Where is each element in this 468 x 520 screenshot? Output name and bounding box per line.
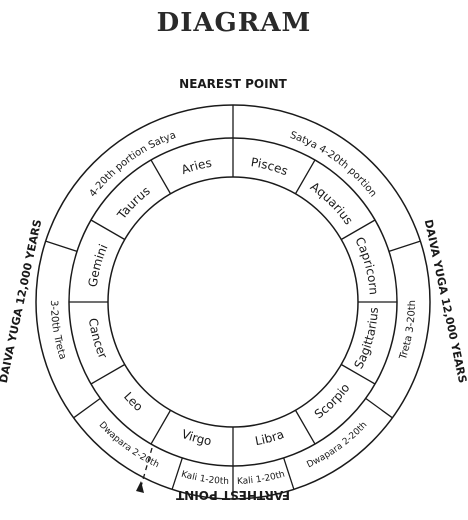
sign-divider <box>90 219 126 241</box>
sign-divider <box>340 219 376 241</box>
age-segment-label: Satya 4-20th portion <box>288 130 378 199</box>
daiva-yuga-left-label: DAIVA YUGA 12,000 YEARS <box>0 218 44 384</box>
age-dividers <box>45 105 421 499</box>
middle-circle <box>68 137 398 467</box>
age-divider <box>45 240 78 252</box>
sign-dividers <box>69 138 397 466</box>
farthest-point-label: FARTHEST POINT <box>175 488 290 502</box>
age-segment-label: Kali 1-20th <box>237 470 286 487</box>
sign-divider <box>150 159 172 195</box>
sign-divider <box>150 409 172 445</box>
sign-divider <box>294 409 316 445</box>
daiva-yuga-right-label: DAIVA YUGA 12,000 YEARS <box>422 218 468 384</box>
zodiac-sign-leo: Leo <box>121 389 146 414</box>
zodiac-sign-sagittarius: Sagittarius <box>351 307 381 371</box>
zodiac-sign-scorpio: Scorpio <box>312 381 353 422</box>
age-segment-label: Kali 1-20th <box>180 470 229 487</box>
age-divider <box>388 240 421 252</box>
zodiac-sign-virgo: Virgo <box>180 427 213 448</box>
nearest-point-label: NEAREST POINT <box>179 77 287 91</box>
sign-labels: PiscesAquariusCapricornSagittariusScorpi… <box>86 155 381 448</box>
sign-divider <box>340 363 376 385</box>
page-title: DIAGRAM <box>156 8 312 38</box>
zodiac-sign-taurus: Taurus <box>114 184 153 223</box>
age-divider <box>365 397 393 419</box>
age-segment-label: 4-20th portion Satya <box>88 130 178 199</box>
sign-divider <box>90 363 126 385</box>
zodiac-sign-cancer: Cancer <box>86 317 110 361</box>
age-divider <box>73 397 101 419</box>
zodiac-sign-aries: Aries <box>179 156 212 177</box>
age-segment-label: Treta 3-20th <box>398 300 418 362</box>
zodiac-sign-libra: Libra <box>254 427 286 448</box>
farthest-point-arrow-icon <box>136 481 144 493</box>
sign-divider <box>294 159 316 195</box>
age-divider <box>283 457 295 490</box>
farthest-point-dashed-line <box>139 447 153 491</box>
age-segment-label: 3-20th Treta <box>48 300 68 361</box>
zodiac-sign-gemini: Gemini <box>86 242 111 288</box>
age-divider <box>171 457 183 490</box>
zodiac-sign-pisces: Pisces <box>250 155 290 178</box>
inner-circle <box>107 176 359 428</box>
